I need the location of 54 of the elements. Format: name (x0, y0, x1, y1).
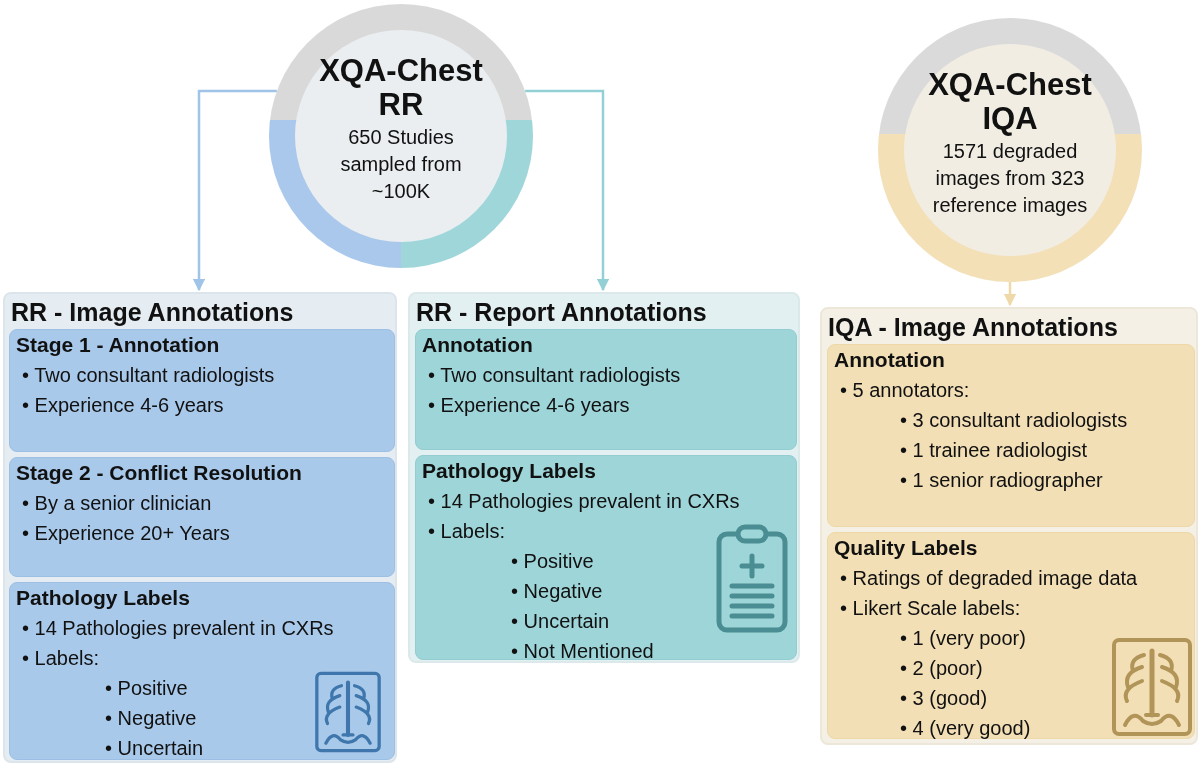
info-box (415, 455, 797, 660)
info-box (827, 344, 1195, 527)
list-item: • Ratings of degraded image data (840, 566, 1138, 591)
list-item: • 3 (good) (900, 686, 988, 711)
list-item: • Positive (105, 676, 188, 701)
info-box (9, 582, 395, 760)
list-item: • 3 consultant radiologists (900, 408, 1128, 433)
arrow (525, 89, 610, 292)
list-item: • Uncertain (511, 609, 610, 634)
group-panel (408, 292, 800, 663)
box-heading: Pathology Labels (422, 458, 596, 484)
list-item: • 14 Pathologies prevalent in CXRs (428, 489, 740, 514)
group-panel (820, 307, 1198, 745)
box-heading: Quality Labels (834, 535, 978, 561)
circle-title: XQA-Chest RR (318, 54, 484, 122)
arrow (1003, 282, 1017, 307)
list-item: • By a senior clinician (22, 491, 212, 516)
box-heading: Pathology Labels (16, 585, 190, 611)
list-item: • Labels: (428, 519, 506, 544)
list-item: • Negative (105, 706, 197, 731)
list-item: • 1 senior radiographer (900, 468, 1103, 493)
box-heading: Annotation (422, 332, 533, 358)
list-item: • Two consultant radiologists (22, 363, 275, 388)
info-box (415, 329, 797, 450)
box-heading: Annotation (834, 347, 945, 373)
info-box (9, 457, 395, 577)
list-item: • 14 Pathologies prevalent in CXRs (22, 616, 334, 641)
box-heading: Stage 2 - Conflict Resolution (16, 460, 302, 486)
list-item: • 2 (poor) (900, 656, 983, 681)
panel-title: IQA - Image Annotations (828, 312, 1118, 343)
list-item: • 4 (very good) (900, 716, 1031, 741)
circle-text: 650 Studies sampled from ~100K (339, 125, 463, 204)
list-item: • Positive (511, 549, 594, 574)
list-item: • Likert Scale labels: (840, 596, 1021, 621)
list-item: • Experience 4-6 years (428, 393, 630, 418)
circle-title: XQA-Chest IQA (927, 68, 1093, 136)
list-item: • Uncertain (105, 736, 204, 761)
group-panel (3, 292, 397, 763)
info-box (9, 329, 395, 452)
list-item: • Experience 20+ Years (22, 521, 230, 546)
list-item: • 1 trainee radiologist (900, 438, 1088, 463)
info-box (827, 532, 1195, 739)
list-item: • 5 annotators: (840, 378, 970, 403)
panel-title: RR - Image Annotations (11, 297, 294, 328)
list-item: • Two consultant radiologists (428, 363, 681, 388)
list-item: • 1 (very poor) (900, 626, 1026, 651)
box-heading: Stage 1 - Annotation (16, 332, 220, 358)
circle-text: 1571 degraded images from 323 reference images (931, 139, 1089, 218)
list-item: • Experience 4-6 years (22, 393, 224, 418)
arrow (192, 89, 277, 292)
list-item: • Labels: (22, 646, 100, 671)
panel-title: RR - Report Annotations (416, 297, 707, 328)
list-item: • Not Mentioned (511, 639, 654, 664)
list-item: • Negative (511, 579, 603, 604)
